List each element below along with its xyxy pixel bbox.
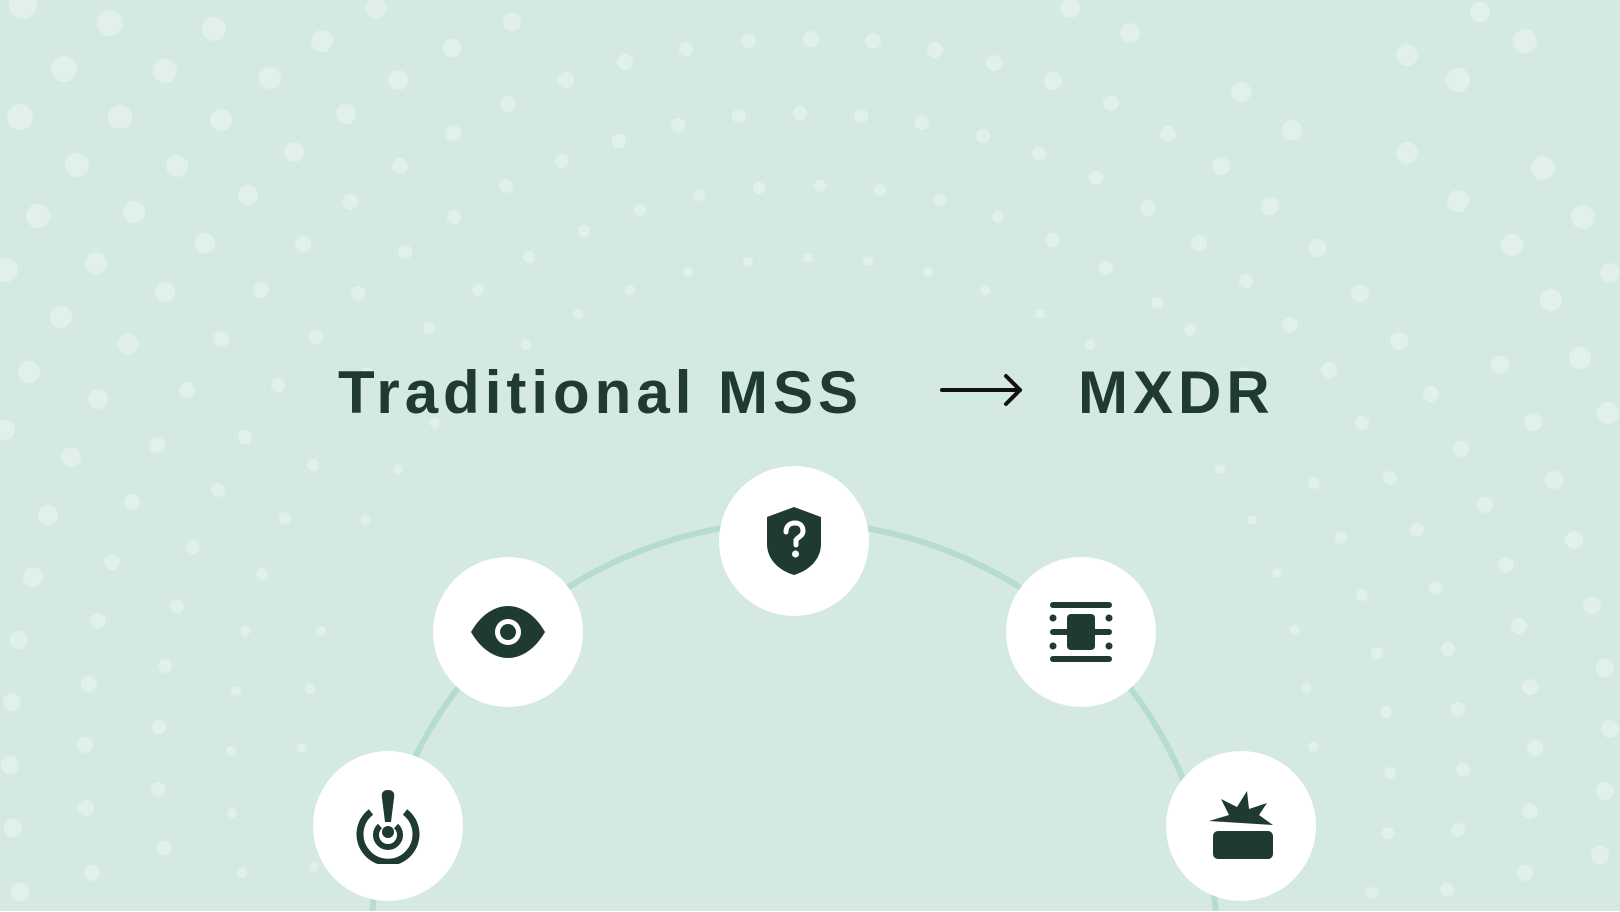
node-chip-filter xyxy=(1006,557,1156,707)
node-alert-target xyxy=(313,751,463,901)
to-label: MXDR xyxy=(1078,359,1275,426)
right-arrow-icon xyxy=(940,374,1022,406)
node-burst-block xyxy=(1166,751,1316,901)
node-eye xyxy=(433,557,583,707)
alert-target-icon xyxy=(356,790,420,864)
burst-block-icon xyxy=(1209,791,1273,859)
node-shield-question xyxy=(719,466,869,616)
chip-filter-icon xyxy=(1049,602,1113,662)
headline: Traditional MSS MXDR xyxy=(0,352,1620,432)
shield-question-icon xyxy=(767,507,821,575)
from-label: Traditional MSS xyxy=(338,359,864,426)
eye-icon xyxy=(471,606,545,658)
